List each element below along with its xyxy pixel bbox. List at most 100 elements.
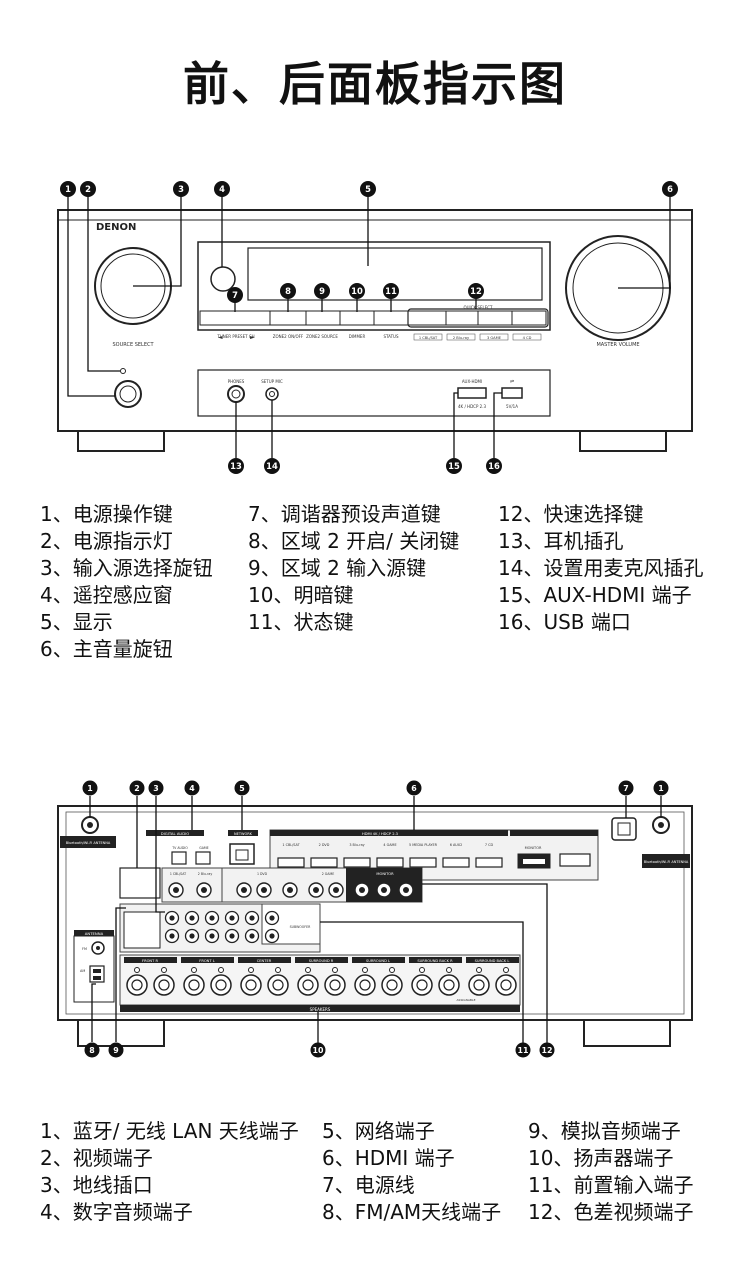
legend-item: 10、扬声器端子 bbox=[528, 1146, 674, 1170]
setup-mic-jack bbox=[265, 387, 279, 401]
callout-marker: 11 bbox=[515, 1042, 531, 1058]
svg-text:16: 16 bbox=[488, 461, 500, 471]
svg-text:3: 3 bbox=[153, 784, 158, 793]
svg-text:SUBWOOFER: SUBWOOFER bbox=[290, 925, 311, 929]
hdmi-input-port bbox=[343, 857, 371, 868]
rca-jack bbox=[236, 882, 252, 898]
svg-text:12: 12 bbox=[470, 286, 482, 296]
svg-text:10: 10 bbox=[351, 286, 363, 296]
callout-marker: 6 bbox=[662, 181, 678, 197]
svg-text:⇌: ⇌ bbox=[510, 379, 514, 385]
quick-select-label bbox=[413, 333, 443, 341]
rear-panel-diagram: Bluetooth/Wi-Fi ANTENNA Bluetooth/Wi-Fi … bbox=[57, 780, 693, 1058]
svg-text:SURROUND L: SURROUND L bbox=[366, 959, 390, 963]
legend-item: 1、蓝牙/ 无线 LAN 天线端子 bbox=[40, 1119, 299, 1143]
svg-text:7 CD: 7 CD bbox=[485, 843, 494, 847]
legend-item: 11、状态键 bbox=[248, 610, 354, 634]
callout-marker: 14 bbox=[264, 458, 280, 474]
svg-text:1 CBL/SAT: 1 CBL/SAT bbox=[282, 843, 300, 847]
svg-text:14: 14 bbox=[266, 461, 278, 471]
callout-marker: 11 bbox=[383, 283, 399, 299]
rear-legend-col1: 1、蓝牙/ 无线 LAN 天线端子 2、视频端子 3、地线插口 4、数字音频端子 bbox=[40, 1118, 299, 1226]
svg-text:TV AUDIO: TV AUDIO bbox=[171, 846, 188, 850]
svg-text:1: 1 bbox=[658, 784, 663, 793]
rca-jack bbox=[184, 928, 200, 944]
hdmi-input-port bbox=[310, 857, 338, 868]
rca-jack bbox=[164, 928, 180, 944]
callout-marker: 15 bbox=[446, 458, 462, 474]
callout-marker: 9 bbox=[108, 1042, 124, 1058]
svg-text:1 CBL/SAT: 1 CBL/SAT bbox=[170, 872, 186, 876]
svg-text:12: 12 bbox=[542, 1046, 553, 1055]
power-led bbox=[120, 368, 126, 374]
callout-marker: 8 bbox=[84, 1042, 100, 1058]
callout-marker: 6 bbox=[406, 780, 422, 796]
rca-jack bbox=[398, 882, 414, 898]
svg-text:Bluetooth/Wi-Fi ANTENNA: Bluetooth/Wi-Fi ANTENNA bbox=[66, 841, 111, 845]
svg-text:13: 13 bbox=[230, 461, 242, 471]
svg-text:2: 2 bbox=[134, 784, 139, 793]
speaker-terminal bbox=[210, 967, 232, 996]
svg-text:4K / HDCP 2.3: 4K / HDCP 2.3 bbox=[458, 404, 486, 409]
callout-marker: 5 bbox=[234, 780, 250, 796]
hdmi-input-port bbox=[409, 857, 437, 868]
speaker-terminal bbox=[324, 967, 346, 996]
rca-jack bbox=[376, 882, 392, 898]
svg-text:6: 6 bbox=[411, 784, 417, 793]
svg-text:9: 9 bbox=[113, 1046, 118, 1055]
left-foot bbox=[77, 430, 165, 452]
svg-text:5: 5 bbox=[365, 184, 371, 194]
legend-item: 2、电源指示灯 bbox=[40, 529, 173, 553]
callout-marker: 16 bbox=[486, 458, 502, 474]
speaker-terminal bbox=[354, 967, 376, 996]
legend-item: 15、AUX-HDMI 端子 bbox=[498, 583, 692, 607]
callout-marker: 10 bbox=[349, 283, 365, 299]
callout-marker: 7 bbox=[618, 780, 634, 796]
front-legend-col1: 1、电源操作键 2、电源指示灯 3、输入源选择旋钮 4、遥控感应窗 5、显示 6… bbox=[40, 501, 213, 663]
svg-text:10: 10 bbox=[313, 1046, 324, 1055]
svg-text:STATUS: STATUS bbox=[383, 334, 398, 339]
svg-text:8: 8 bbox=[285, 286, 291, 296]
speaker-terminal bbox=[240, 967, 262, 996]
speaker-group-header bbox=[352, 957, 405, 963]
legend-item: 6、主音量旋钮 bbox=[40, 637, 173, 661]
callout-marker: 5 bbox=[360, 181, 376, 197]
svg-text:CENTER: CENTER bbox=[257, 959, 272, 963]
svg-text:GAME: GAME bbox=[199, 846, 208, 850]
rca-jack bbox=[328, 882, 344, 898]
rca-jack bbox=[224, 928, 240, 944]
svg-text:FM: FM bbox=[82, 947, 87, 951]
rca-jack bbox=[204, 910, 220, 926]
callout-marker: 4 bbox=[214, 181, 230, 197]
svg-text:3: 3 bbox=[178, 184, 184, 194]
svg-text:8: 8 bbox=[89, 1046, 94, 1055]
svg-text:6 AUX2: 6 AUX2 bbox=[450, 843, 463, 847]
svg-text:MASTER VOLUME: MASTER VOLUME bbox=[596, 342, 639, 348]
svg-text:◄: ◄ bbox=[218, 334, 223, 341]
legend-item: 9、模拟音频端子 bbox=[528, 1119, 681, 1143]
legend-item: 16、USB 端口 bbox=[498, 610, 631, 634]
power-inlet bbox=[611, 817, 637, 841]
rca-jack bbox=[264, 910, 280, 926]
right-foot bbox=[579, 430, 667, 452]
svg-text:5V/1A: 5V/1A bbox=[506, 404, 518, 409]
power-button bbox=[114, 380, 142, 408]
quick-select-label bbox=[446, 333, 476, 341]
hdmi-input-port bbox=[442, 857, 470, 868]
legend-item: 13、耳机插孔 bbox=[498, 529, 624, 553]
hdmi-input-port bbox=[277, 857, 305, 868]
legend-item: 10、明暗键 bbox=[248, 583, 354, 607]
callout-marker: 12 bbox=[539, 1042, 555, 1058]
rca-jack bbox=[244, 910, 260, 926]
legend-item: 12、快速选择键 bbox=[498, 502, 644, 526]
svg-text:AUX-HDMI: AUX-HDMI bbox=[462, 379, 482, 384]
speaker-group-header bbox=[181, 957, 234, 963]
speaker-group-header bbox=[466, 957, 519, 963]
svg-text:FRONT R: FRONT R bbox=[142, 959, 158, 963]
svg-text:QUICK SELECT: QUICK SELECT bbox=[463, 305, 493, 310]
front-legend-col2: 7、调谐器预设声道键 8、区域 2 开启/ 关闭键 9、区域 2 输入源键 10… bbox=[248, 501, 459, 636]
phones-jack bbox=[227, 385, 245, 403]
legend-item: 5、显示 bbox=[40, 610, 113, 634]
callout-marker: 4 bbox=[184, 780, 200, 796]
callout-marker: 1 bbox=[653, 780, 669, 796]
